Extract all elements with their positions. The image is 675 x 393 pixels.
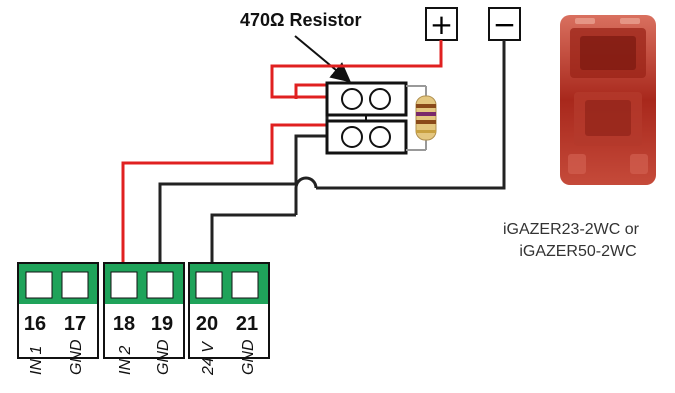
pin-name-18: IN 2 (117, 346, 134, 375)
pin-number-20: 20 (196, 313, 218, 335)
pin-name-20: 24 V (200, 341, 217, 376)
resistor (406, 85, 437, 151)
device-label-line2: iGAZER50-2WC (519, 243, 636, 260)
pin-number-18: 18 (113, 313, 135, 335)
resistor-label: 470Ω Resistor (240, 10, 362, 30)
device-label-line1: iGAZER23-2WC or (503, 221, 640, 238)
pin-name-16: IN 1 (28, 346, 45, 375)
terminal-block-2 (103, 262, 185, 359)
pin-name-17: GND (68, 339, 85, 375)
terminal-block-3 (188, 262, 270, 359)
plus-sign: + (430, 8, 453, 41)
resistor-arrow (294, 35, 352, 83)
terminal-block-1 (17, 262, 99, 359)
device-image (560, 15, 656, 185)
minus-terminal: − (488, 7, 521, 41)
pin-name-19: GND (155, 339, 172, 375)
pin-number-21: 21 (236, 313, 258, 335)
pin-name-21: GND (240, 339, 257, 375)
pin-number-17: 17 (64, 313, 86, 335)
minus-sign: − (493, 8, 516, 41)
pin-number-19: 19 (151, 313, 173, 335)
pin-number-16: 16 (24, 313, 46, 335)
positive-wires (121, 40, 443, 265)
resistor-terminal-block (325, 81, 408, 155)
plus-terminal: + (425, 7, 458, 41)
